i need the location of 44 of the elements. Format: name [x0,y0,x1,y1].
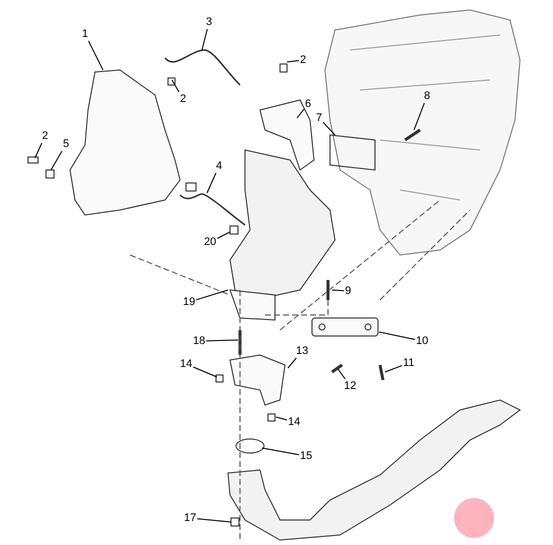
callout-number: 8 [424,90,430,102]
callout-number: 13 [296,345,308,357]
leader-line [192,366,218,378]
callout-number: 7 [316,112,322,124]
callout-number: 10 [416,335,428,347]
callout-number: 17 [184,512,196,524]
callout-number: 15 [300,450,312,462]
leader-line [202,28,208,50]
leader-line [216,232,230,239]
callout-number: 2 [300,54,306,66]
callout-number: 14 [180,358,192,370]
callout-number: 19 [183,296,196,308]
callout-number: 20 [204,236,216,248]
leader-line [288,358,297,368]
callout-number: 12 [344,380,356,392]
callout-number: 2 [180,93,186,105]
callout-number: 5 [63,138,70,150]
leader-line [378,332,416,340]
callout-number: 18 [193,335,206,347]
leader-line [286,60,300,62]
callout-number: 2 [42,130,48,142]
callout-number: 1 [82,28,88,40]
leader-line [50,150,62,170]
leader-line [414,102,425,130]
leader-line [296,108,304,118]
callout-number: 3 [206,16,212,28]
callout-number: 6 [305,98,312,110]
callout-number: 4 [216,160,222,172]
leader-line [206,340,238,342]
leader-line [196,290,228,300]
callout-number: 14 [288,416,300,428]
leader-line [276,416,288,421]
leader-line [196,518,232,522]
leader-line [206,172,216,194]
leader-line [88,40,104,70]
callout-number: 9 [345,285,352,297]
leader-line [332,290,344,292]
leader-line [172,80,180,93]
callout-number: 11 [403,357,414,369]
leader-line [34,142,42,158]
leader-line [338,368,346,380]
leader-line [384,365,402,372]
leader-line [322,122,336,136]
leader-line [262,448,300,456]
